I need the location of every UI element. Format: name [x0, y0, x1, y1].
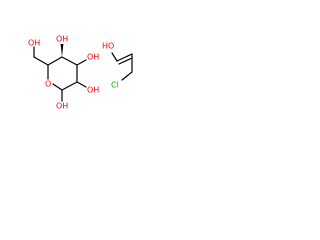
bond-o-c1 [111, 52, 118, 62]
bond-c3-oh [76, 59, 87, 66]
c3-oh-label: OH [87, 53, 99, 62]
anomeric-oh-label: OH [56, 102, 68, 111]
bond-c2-c1 [61, 81, 78, 91]
bond-c1-o [52, 83, 63, 91]
bond-c2-oh [76, 81, 87, 88]
bond-c1-c2-double-a [116, 53, 133, 62]
chlorine-label: Cl [111, 81, 119, 90]
hydroxymethyl-oh-label: OH [28, 39, 40, 48]
ring-oxygen-label: O [45, 80, 51, 89]
c4-oh-label: OH [56, 35, 68, 44]
bond-c3-cl [121, 71, 133, 81]
bond-c1-c2-double-b [118, 57, 133, 65]
structure-canvas: OH OH OH OH O OH HO Cl [0, 0, 150, 150]
bond-c4-c3 [61, 56, 78, 66]
c2-oh-label: OH [87, 86, 99, 95]
propenol-ho-label: HO [102, 42, 114, 51]
bond-c5-ch2 [33, 56, 49, 66]
wedge-bond-c4-oh [60, 44, 64, 57]
bond-c5-c4 [47, 56, 63, 66]
chemical-structure-diagram: OH OH OH OH O OH HO Cl [28, 35, 133, 111]
